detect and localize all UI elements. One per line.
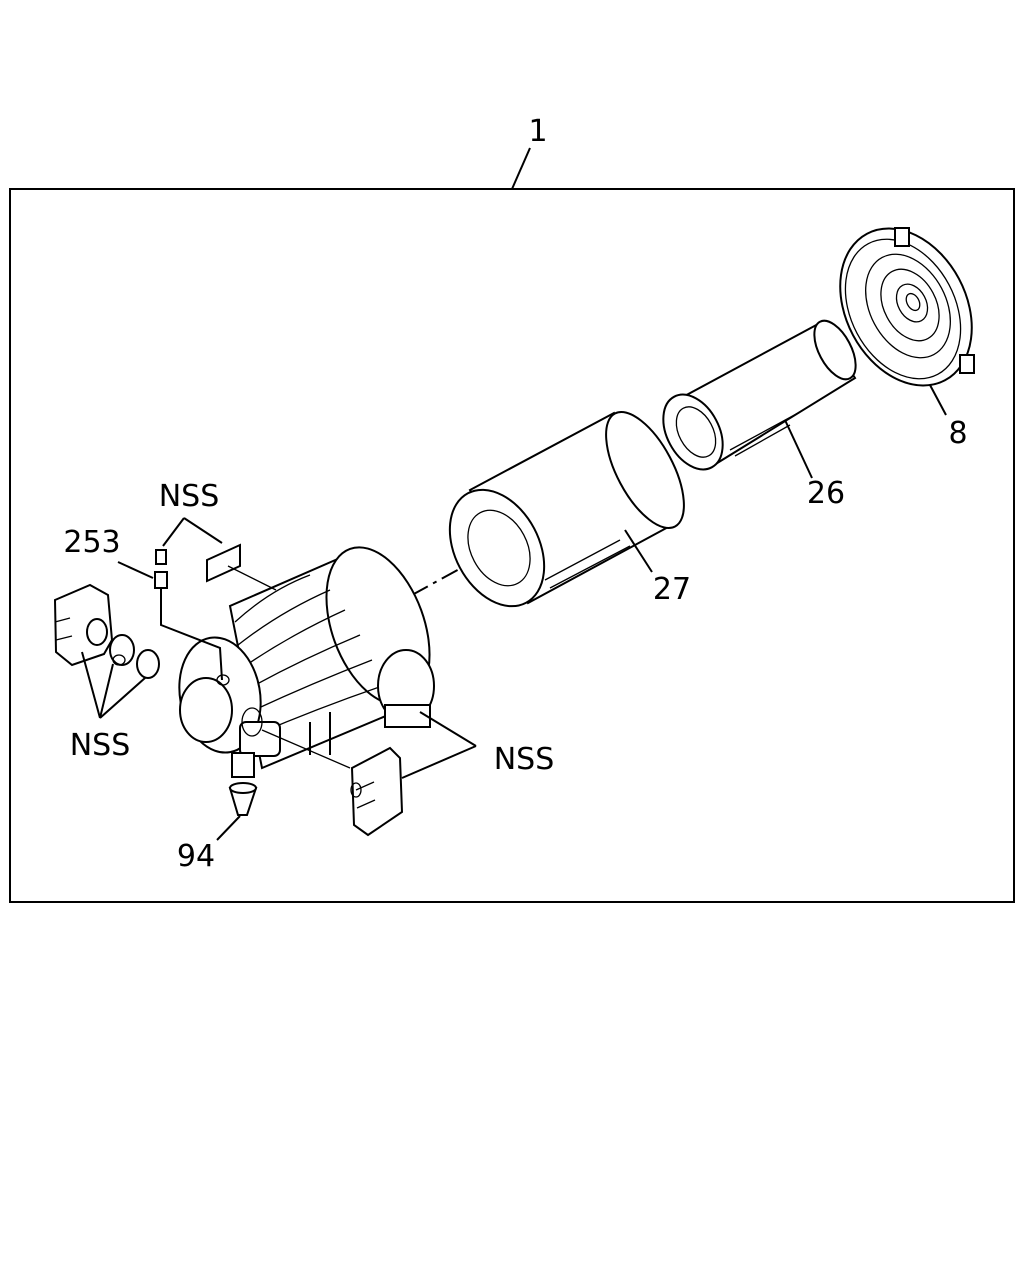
part-8-end-cover (839, 227, 975, 416)
callout-nss-top: NSS (159, 479, 220, 514)
callout-26: 26 (807, 476, 845, 511)
callout-94: 94 (177, 839, 215, 874)
callout-253: 253 (63, 525, 120, 560)
callout-8: 8 (948, 416, 967, 451)
callout-1: 1 (528, 114, 547, 149)
part-26-inner-element (662, 319, 857, 479)
nss-right-bracket-group (261, 711, 477, 837)
callout-27: 27 (653, 572, 691, 607)
part-94-drain-valve (216, 782, 258, 841)
callout-nss-left: NSS (70, 728, 131, 763)
leader-1 (511, 147, 531, 190)
part-27-primary-element (448, 410, 685, 608)
callout-nss-right: NSS (494, 742, 555, 777)
nss-label-plate (162, 517, 277, 591)
air-cleaner-housing (178, 546, 435, 778)
part-253-indicator (117, 549, 223, 681)
nss-left-bracket-group (53, 583, 160, 719)
